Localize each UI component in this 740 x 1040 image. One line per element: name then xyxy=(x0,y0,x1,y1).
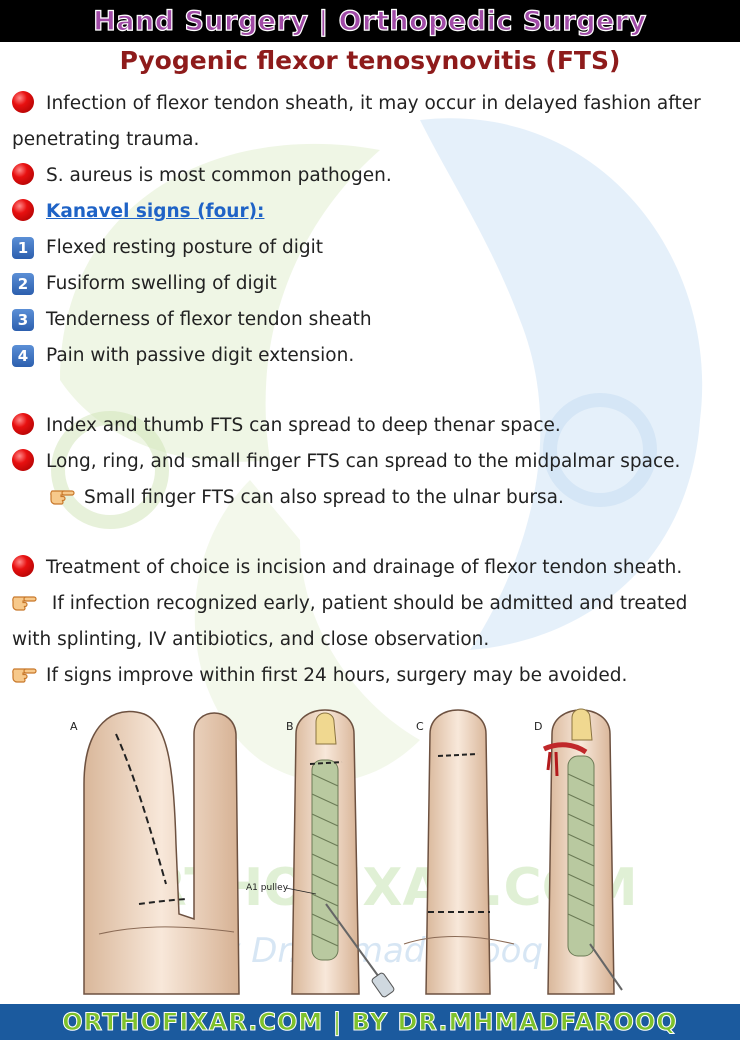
pointing-hand-icon xyxy=(50,490,75,505)
bullet-text: Infection of flexor tendon sheath, it ma… xyxy=(12,93,701,150)
sub-bullet-early-infection: If infection recognized early, patient s… xyxy=(12,586,730,658)
sub-bullet-text: If signs improve within first 24 hours, … xyxy=(46,665,628,686)
surgical-incision-illustration: A B A1 pulley C D xyxy=(70,708,623,998)
a1-pulley-label: A1 pulley xyxy=(246,883,289,893)
sub-bullet-ulnar-bursa: Small finger FTS can also spread to the … xyxy=(12,480,730,516)
pointing-hand-icon xyxy=(12,668,37,683)
bullet-pathogen: S. aureus is most common pathogen. xyxy=(12,158,730,194)
kanavel-item: 2 Fusiform swelling of digit xyxy=(12,266,730,302)
kanavel-item: 3 Tenderness of flexor tendon sheath xyxy=(12,302,730,338)
kanavel-item-text: Tenderness of flexor tendon sheath xyxy=(46,309,372,330)
banner-title: Hand Surgery | Orthopedic Surgery xyxy=(93,5,647,37)
panel-label-d: D xyxy=(534,720,542,733)
kanavel-item-text: Pain with passive digit extension. xyxy=(46,345,355,366)
sub-bullet-text: Small finger FTS can also spread to the … xyxy=(84,487,564,508)
number-2-icon: 2 xyxy=(12,273,34,295)
sub-bullet-text: If infection recognized early, patient s… xyxy=(12,593,688,650)
kanavel-item: 1 Flexed resting posture of digit xyxy=(12,230,730,266)
kanavel-item-text: Fusiform swelling of digit xyxy=(46,273,277,294)
panel-label-c: C xyxy=(416,720,424,733)
bullet-kanavel-heading: Kanavel signs (four): xyxy=(12,194,730,230)
bullet-spread-midpalmar: Long, ring, and small finger FTS can spr… xyxy=(12,444,730,480)
red-bullet-icon xyxy=(12,449,34,471)
panel-label-b: B xyxy=(286,720,294,733)
red-bullet-icon xyxy=(12,413,34,435)
page-title: Pyogenic flexor tenosynovitis (FTS) xyxy=(119,46,621,75)
bullet-text: Treatment of choice is incision and drai… xyxy=(46,557,683,578)
bullet-text: Index and thumb FTS can spread to deep t… xyxy=(46,415,561,436)
header-banner: Hand Surgery | Orthopedic Surgery xyxy=(0,0,740,42)
red-bullet-icon xyxy=(12,199,34,221)
sub-bullet-signs-improve: If signs improve within first 24 hours, … xyxy=(12,658,730,694)
kanavel-item: 4 Pain with passive digit extension. xyxy=(12,338,730,374)
bullet-treatment: Treatment of choice is incision and drai… xyxy=(12,550,730,586)
number-4-icon: 4 xyxy=(12,345,34,367)
kanavel-item-text: Flexed resting posture of digit xyxy=(46,237,324,258)
red-bullet-icon xyxy=(12,163,34,185)
bullet-text: Long, ring, and small finger FTS can spr… xyxy=(46,451,681,472)
footer-text: ORTHOFIXAR.COM | BY DR.MHMADFAROOQ xyxy=(62,1008,678,1037)
number-3-icon: 3 xyxy=(12,309,34,331)
bullet-spread-thenar: Index and thumb FTS can spread to deep t… xyxy=(12,408,730,444)
panel-b: B A1 pulley xyxy=(246,709,395,998)
kanavel-signs-link[interactable]: Kanavel signs (four): xyxy=(46,201,265,222)
panel-d: D xyxy=(534,708,623,995)
footer-bar: ORTHOFIXAR.COM | BY DR.MHMADFAROOQ xyxy=(0,1004,740,1040)
bullet-text: S. aureus is most common pathogen. xyxy=(46,165,392,186)
panel-c: C xyxy=(403,709,515,995)
panel-a: A xyxy=(70,710,240,995)
bullet-infection: Infection of flexor tendon sheath, it ma… xyxy=(12,86,730,158)
number-1-icon: 1 xyxy=(12,237,34,259)
panel-label-a: A xyxy=(70,720,78,733)
content-body: Infection of flexor tendon sheath, it ma… xyxy=(12,86,730,694)
pointing-hand-icon xyxy=(12,596,37,611)
red-bullet-icon xyxy=(12,555,34,577)
red-bullet-icon xyxy=(12,91,34,113)
